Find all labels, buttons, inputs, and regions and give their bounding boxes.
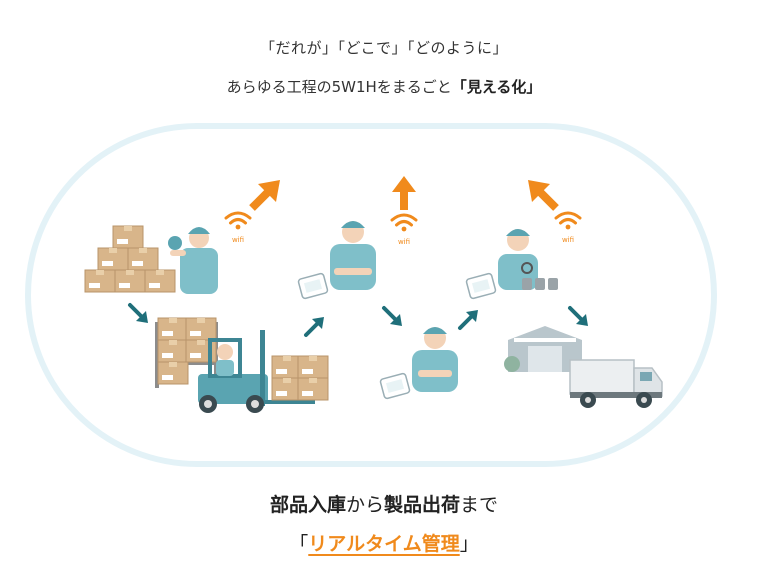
wifi-label: wifi	[398, 238, 410, 246]
footer-highlight: リアルタイム管理	[308, 533, 460, 555]
footer-part2-normal: まで	[460, 494, 499, 516]
quality-worker	[498, 229, 558, 290]
wifi-label: wifi	[562, 236, 574, 244]
wifi-label: wifi	[232, 236, 244, 244]
footer-part1-normal: から	[345, 494, 384, 516]
warehouse-building	[504, 326, 582, 372]
process-panel	[25, 123, 717, 467]
assembly-worker	[412, 327, 458, 392]
footer-line1: 部品入庫から製品出荷まで	[0, 490, 768, 517]
footer-bracket-close: 」	[459, 533, 479, 555]
footer-bracket-open: 「	[289, 533, 309, 555]
footer-line2: 「リアルタイム管理」	[0, 529, 768, 556]
delivery-truck	[569, 359, 663, 408]
header-emphasis: 見える化	[466, 78, 527, 96]
header-line2: あらゆる工程の5W1Hをまるごと「見える化」	[0, 76, 768, 97]
inspection-worker	[330, 221, 376, 290]
warehouse-shelf	[155, 317, 218, 388]
header-bracket-close: 」	[526, 78, 542, 96]
header-bracket-open: 「	[451, 78, 467, 96]
header-line2-text: あらゆる工程の5W1Hをまるごと	[226, 78, 452, 96]
header-line1: 「だれが」「どこで」「どのように」	[259, 39, 509, 57]
orange-arrow-upright	[249, 180, 280, 211]
footer-part1-bold: 部品入庫	[269, 494, 346, 516]
orange-arrow-upleft	[528, 180, 559, 211]
scanning-worker	[168, 227, 218, 294]
footer-part2-bold: 製品出荷	[384, 494, 461, 516]
forklift	[198, 330, 329, 413]
orange-arrow-up	[392, 176, 416, 210]
